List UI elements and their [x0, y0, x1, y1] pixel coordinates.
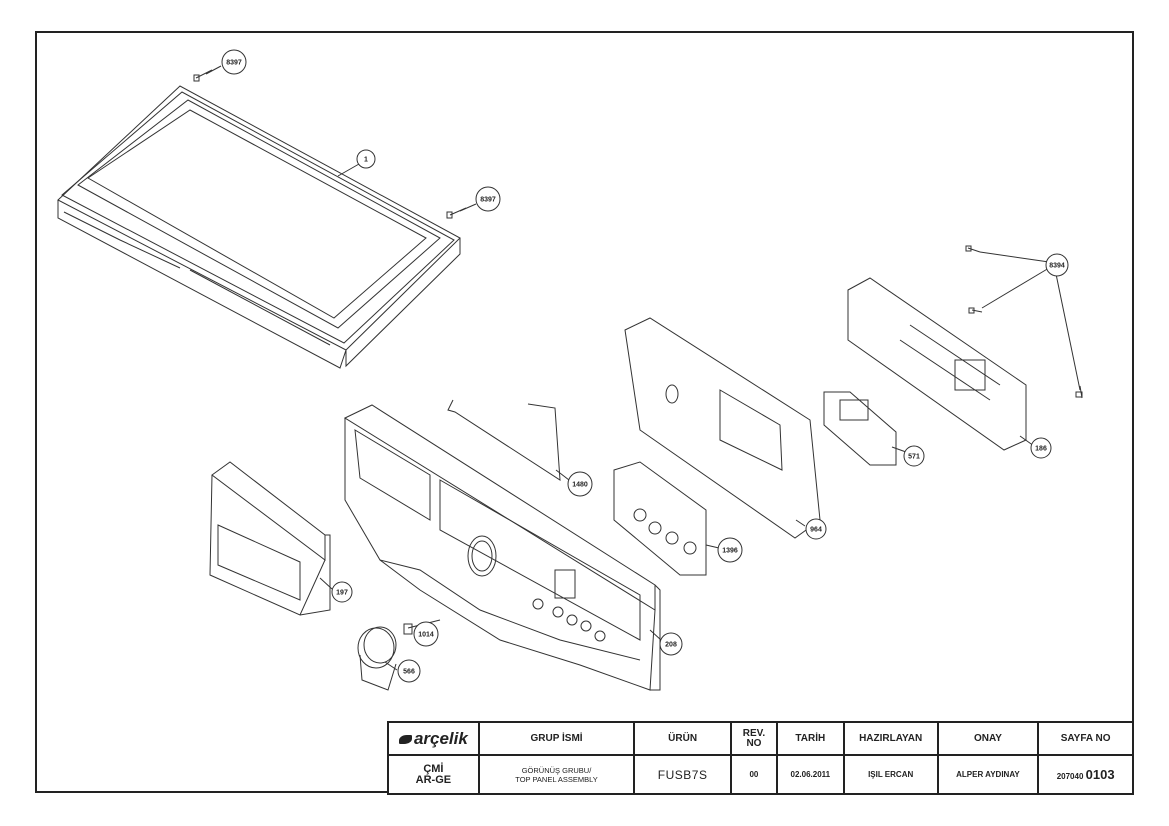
button-holder-part [613, 461, 707, 576]
callout-label: 1396 [722, 548, 738, 555]
callout-571: 571 [903, 445, 925, 467]
screw-8394-b [968, 307, 983, 314]
header-date: TARİH [775, 721, 845, 756]
callout-label: 186 [1035, 446, 1047, 453]
callout-964: 964 [805, 518, 827, 540]
arcelik-logo-icon [398, 734, 412, 744]
screw-8394-a [965, 245, 981, 253]
callout-label: 197 [336, 590, 348, 597]
header-product: ÜRÜN [633, 721, 732, 756]
display-module-part [823, 391, 897, 466]
group-name-line1: GÖRÜNÜŞ GRUBU/ [521, 765, 592, 775]
callout-1480: 1480 [567, 471, 593, 497]
electronic-board-part [847, 277, 1027, 451]
header-rev-line1: REV. [742, 727, 766, 739]
callout-label: 8397 [480, 197, 496, 204]
company-department: ÇMİ AR-GE [387, 754, 480, 795]
callout-8394: 8394 [1045, 253, 1069, 277]
leader-lines [205, 65, 1081, 671]
page-prefix: 207040 [1056, 772, 1084, 781]
approval-value: ALPER AYDINAY [936, 754, 1040, 795]
callout-1: 1 [356, 149, 376, 169]
page-number: 0103 [1085, 767, 1115, 782]
callout-197: 197 [331, 581, 353, 603]
insulation-sheet-part [624, 317, 821, 539]
callout-566: 566 [397, 659, 421, 683]
company-logo: arçelik [387, 721, 480, 756]
callout-208: 208 [659, 632, 683, 656]
callout-label: 8397 [226, 60, 242, 67]
screw-8394-c [1075, 385, 1083, 399]
company-line1: ÇMİ [423, 762, 444, 775]
callout-label: 1 [364, 157, 368, 164]
header-page-no: SAYFA NO [1037, 721, 1134, 756]
callout-label: 208 [665, 642, 677, 649]
date-value: 02.06.2011 [775, 754, 845, 795]
top-cover-part [57, 85, 461, 369]
title-block: arçelik GRUP İSMİ ÜRÜN REV. NO TARİH HAZ… [387, 721, 1134, 795]
page-no-value: 207040 0103 [1037, 754, 1134, 795]
header-rev-line2: NO [746, 737, 762, 749]
header-group-name: GRUP İSMİ [477, 721, 636, 756]
product-value: FUSB7S [633, 754, 732, 795]
front-control-panel-part [343, 404, 661, 691]
screw-8397-a [193, 69, 213, 82]
wire-clip-part [447, 399, 561, 481]
detergent-drawer-part [209, 461, 331, 616]
callout-label: 964 [810, 527, 822, 534]
knob-part [357, 626, 397, 691]
callout-1396: 1396 [717, 537, 743, 563]
callout-186: 186 [1030, 437, 1052, 459]
callout-8397-b: 8397 [475, 186, 501, 212]
callout-label: 8394 [1049, 263, 1065, 270]
prepared-by-value: IŞIL ERCAN [842, 754, 939, 795]
company-line2: AR-GE [415, 773, 452, 786]
callout-label: 1014 [418, 632, 434, 639]
header-approval: ONAY [936, 721, 1040, 756]
header-rev-no: REV. NO [730, 721, 778, 756]
group-name-value: GÖRÜNÜŞ GRUBU/ TOP PANEL ASSEMBLY [477, 754, 636, 795]
rev-no-value: 00 [730, 754, 778, 795]
logo-text: arçelik [413, 728, 468, 748]
callout-1014: 1014 [413, 621, 439, 647]
group-name-line2: TOP PANEL ASSEMBLY [515, 774, 598, 784]
callout-8397-a: 8397 [221, 49, 247, 75]
header-prepared-by: HAZIRLAYAN [842, 721, 939, 756]
callout-label: 571 [908, 454, 920, 461]
callout-label: 566 [403, 669, 415, 676]
callout-label: 1480 [572, 482, 588, 489]
